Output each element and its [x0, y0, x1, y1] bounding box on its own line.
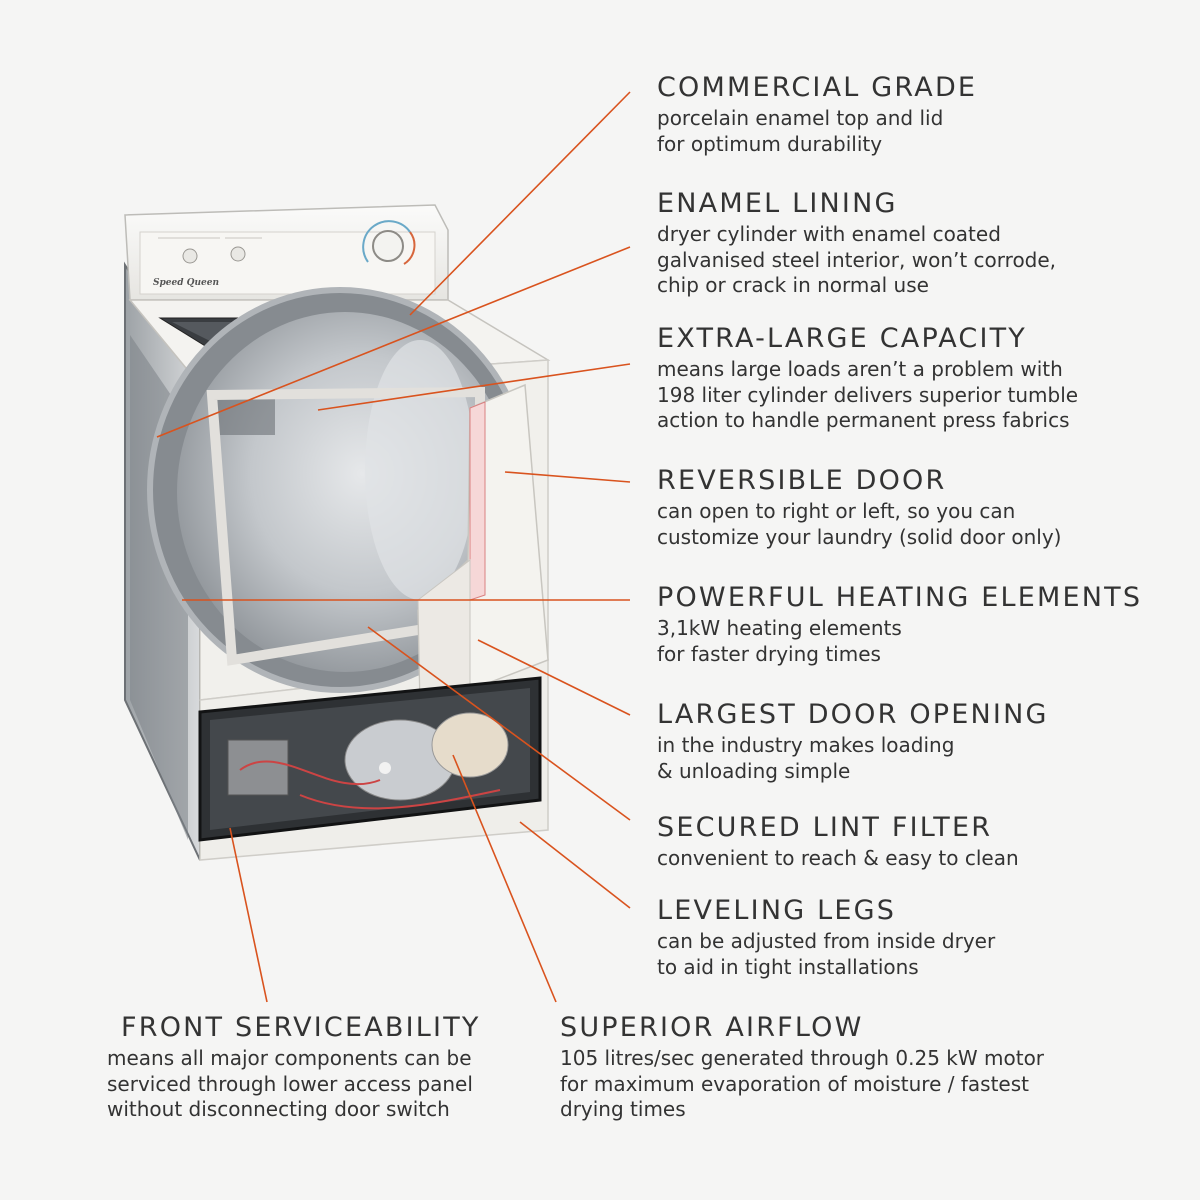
brand-logo: Speed Queen: [153, 278, 219, 288]
feature-description: dryer cylinder with enamel coated galvan…: [657, 222, 1057, 297]
lower-access-panel: [198, 676, 542, 842]
feature-extra-large-capacity: EXTRA-LARGE CAPACITY means large loads a…: [657, 323, 1177, 434]
feature-title: SUPERIOR AIRFLOW: [560, 1012, 864, 1043]
leader-superior-airflow: [452, 754, 557, 1003]
feature-title: REVERSIBLE DOOR: [657, 465, 947, 496]
leader-front-serviceability: [229, 827, 268, 1003]
feature-title: POWERFUL HEATING ELEMENTS: [657, 582, 1143, 613]
feature-title: EXTRA-LARGE CAPACITY: [657, 323, 1027, 354]
leader-commercial-grade: [409, 91, 631, 316]
feature-description: porcelain enamel top and lid for optimum…: [657, 106, 944, 156]
feature-description: means all major components can be servic…: [107, 1046, 473, 1121]
feature-commercial-grade: COMMERCIAL GRADE porcelain enamel top an…: [657, 72, 1177, 157]
leader-largest-door-opening: [477, 639, 631, 716]
feature-title: FRONT SERVICEABILITY: [121, 1012, 481, 1043]
feature-description: in the industry makes loading & unloadin…: [657, 733, 955, 783]
feature-front-serviceability: FRONT SERVICEABILITY means all major com…: [107, 1012, 537, 1123]
leader-reversible-door: [504, 471, 631, 483]
feature-superior-airflow: SUPERIOR AIRFLOW 105 litres/sec generate…: [560, 1012, 1160, 1123]
feature-leveling-legs: LEVELING LEGS can be adjusted from insid…: [657, 895, 1177, 980]
leader-enamel-lining: [156, 246, 631, 438]
feature-description: 3,1kW heating elements for faster drying…: [657, 616, 902, 666]
feature-secured-lint-filter: SECURED LINT FILTER convenient to reach …: [657, 812, 1177, 872]
feature-powerful-heating-elements: POWERFUL HEATING ELEMENTS 3,1kW heating …: [657, 582, 1177, 667]
blower-wheel: [431, 712, 509, 778]
feature-reversible-door: REVERSIBLE DOOR can open to right or lef…: [657, 465, 1177, 550]
feature-enamel-lining: ENAMEL LINING dryer cylinder with enamel…: [657, 188, 1177, 299]
feature-title: LEVELING LEGS: [657, 895, 897, 926]
feature-description: can open to right or left, so you can cu…: [657, 499, 1062, 549]
leader-extra-large-capacity: [317, 363, 631, 411]
timer-dial: [372, 230, 404, 262]
control-knob-middle: [230, 246, 246, 262]
feature-description: convenient to reach & easy to clean: [657, 846, 1019, 870]
feature-title: LARGEST DOOR OPENING: [657, 699, 1049, 730]
feature-description: 105 litres/sec generated through 0.25 kW…: [560, 1046, 1045, 1121]
feature-largest-door-opening: LARGEST DOOR OPENING in the industry mak…: [657, 699, 1177, 784]
feature-title: ENAMEL LINING: [657, 188, 898, 219]
feature-title: SECURED LINT FILTER: [657, 812, 993, 843]
open-door: [417, 383, 549, 701]
feature-title: COMMERCIAL GRADE: [657, 72, 978, 103]
control-console: [124, 204, 449, 301]
feature-description: means large loads aren’t a problem with …: [657, 357, 1079, 432]
feature-description: can be adjusted from inside dryer to aid…: [657, 929, 996, 979]
leader-secured-lint-filter: [367, 626, 631, 821]
control-knob-left: [182, 248, 198, 264]
leader-leveling-legs: [519, 821, 631, 909]
